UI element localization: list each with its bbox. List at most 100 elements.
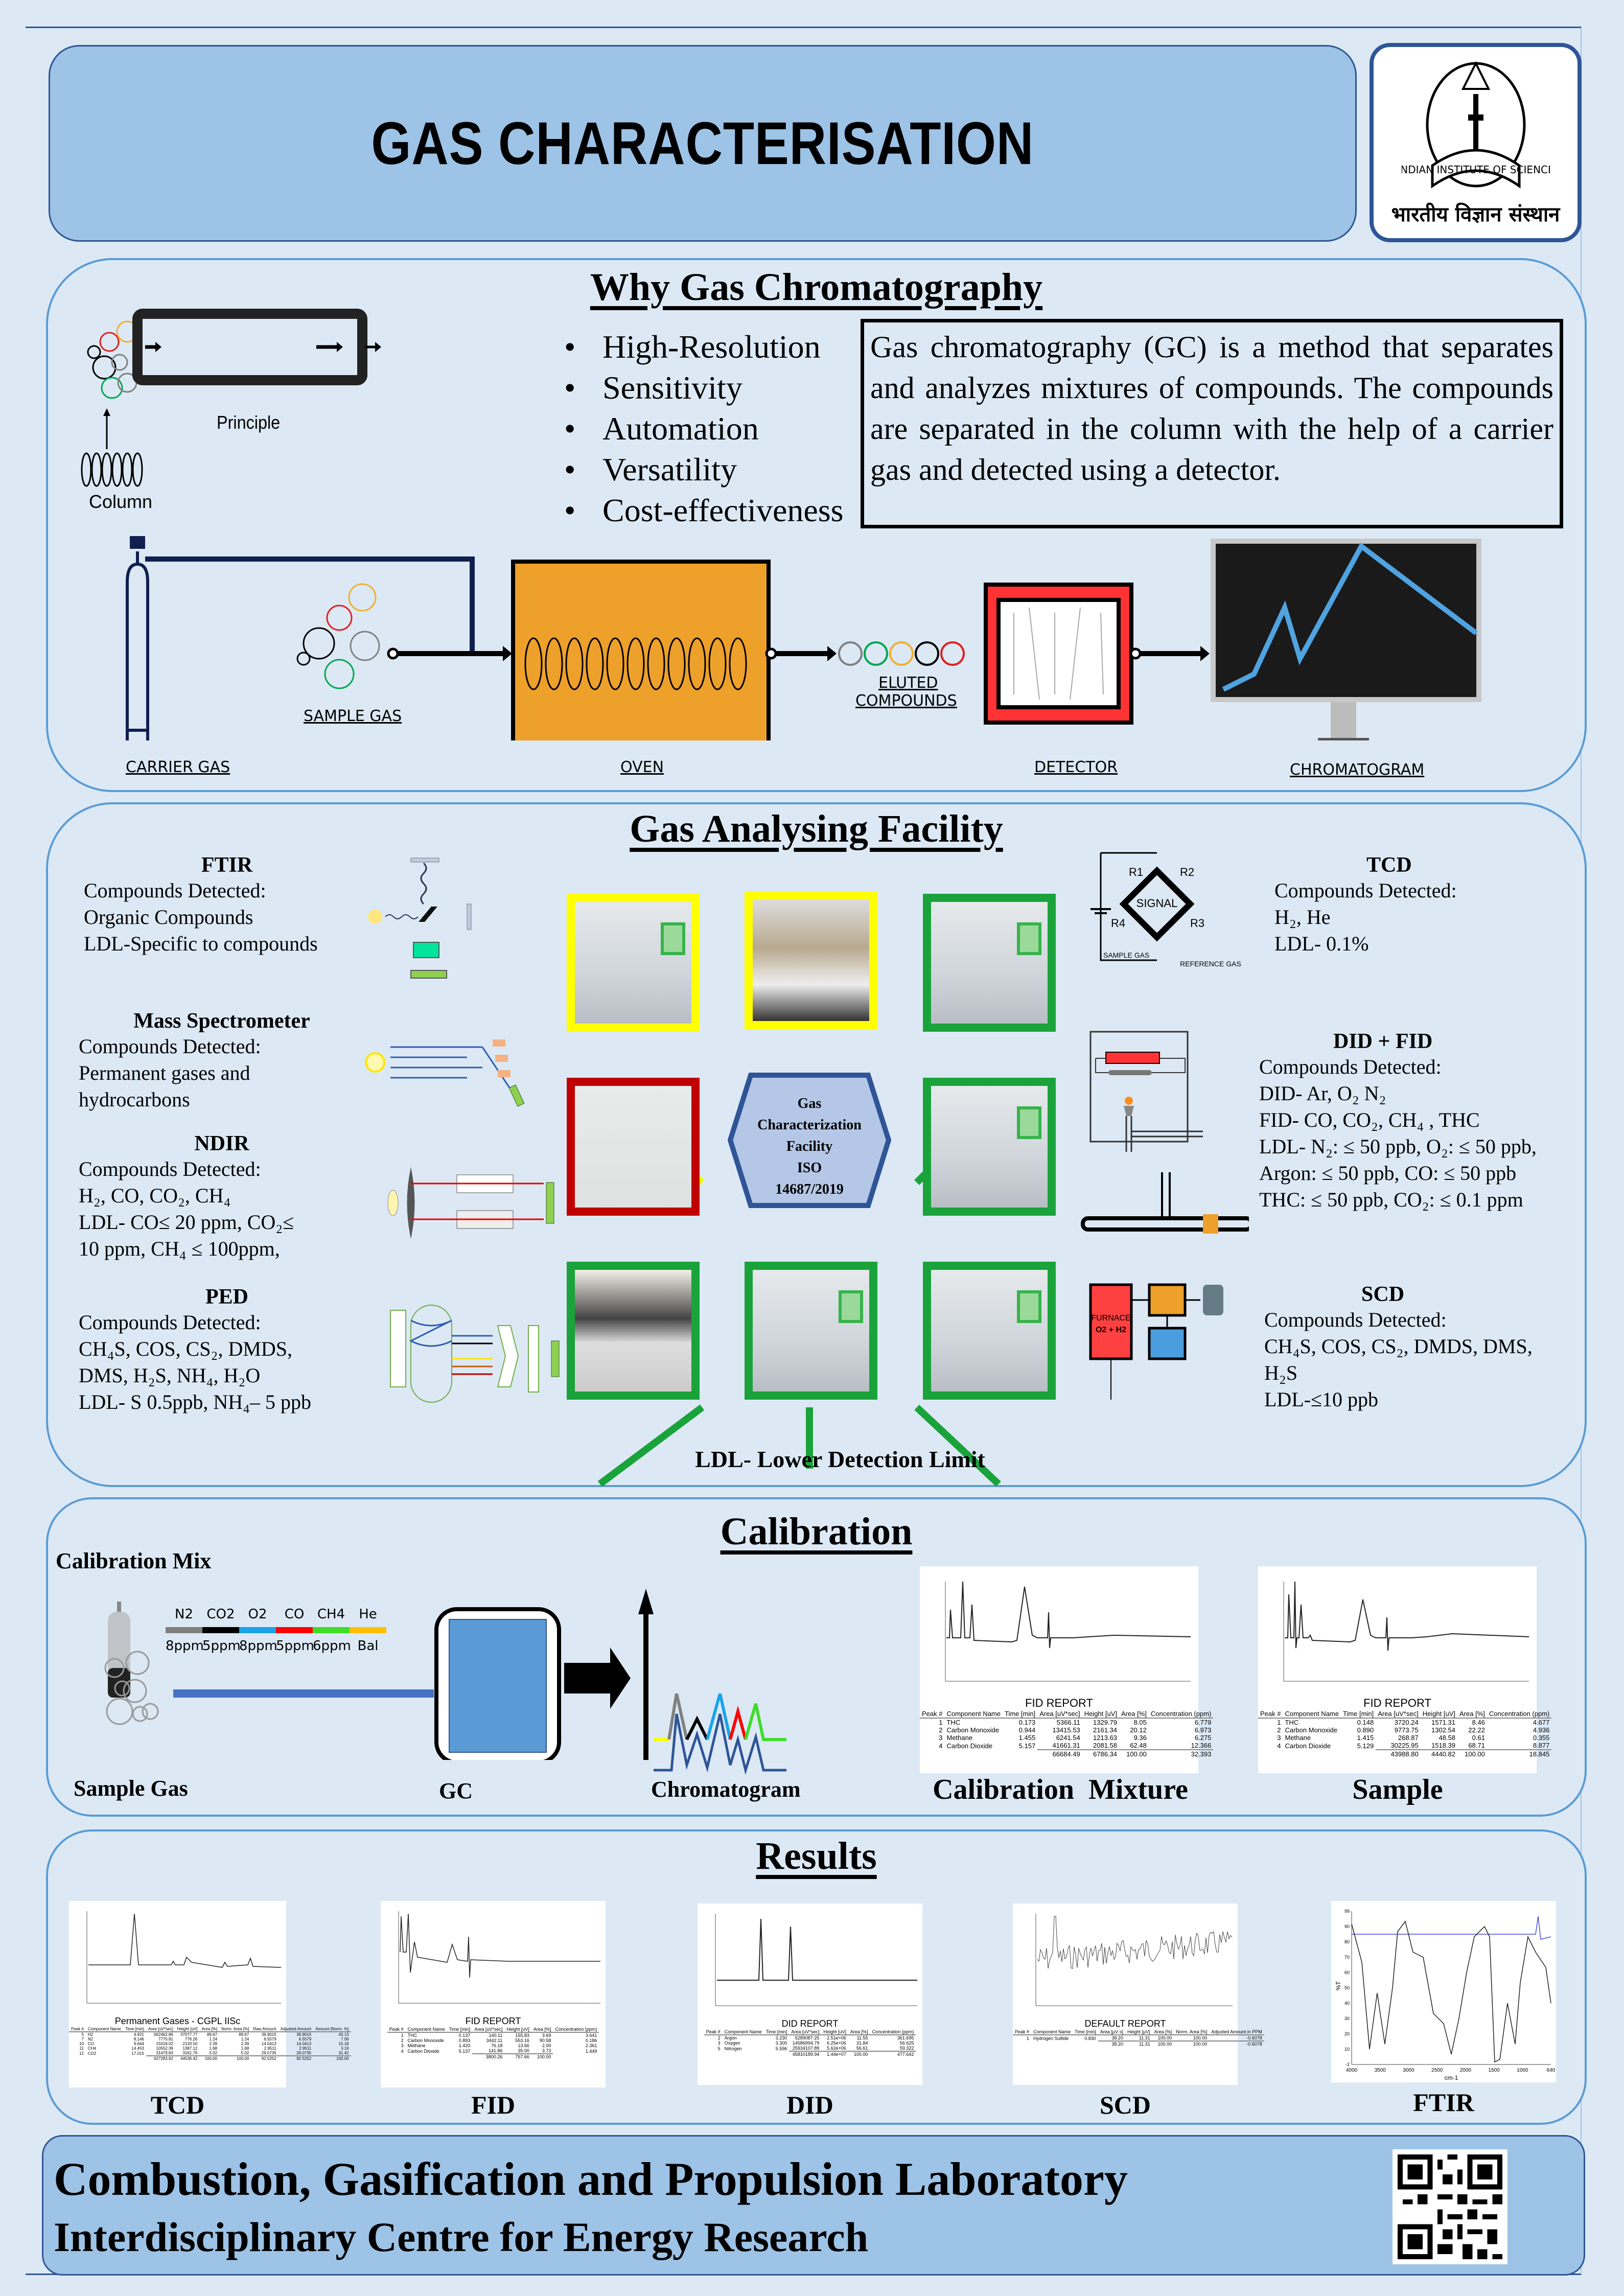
table-cell: 2.00 xyxy=(542,2043,551,2048)
table-cell: H2 xyxy=(87,2032,94,2037)
table-cell xyxy=(723,2051,764,2057)
table-cell xyxy=(553,2054,599,2059)
table-cell xyxy=(920,1750,944,1758)
table-cell: 25934107.89 xyxy=(792,2046,820,2051)
table-cell: 100.00 xyxy=(1193,2035,1208,2040)
table-cell: 1518.39 xyxy=(1431,1742,1456,1749)
result-caption: SCD xyxy=(1099,2091,1151,2119)
table-cell: 7770.81 xyxy=(158,2037,173,2042)
table-cell: 3.300 xyxy=(775,2040,787,2046)
table-cell: 29.0735 xyxy=(296,2051,312,2055)
table-cell: 0.148 xyxy=(1357,1719,1374,1726)
ftir-x-tick: 2000 xyxy=(1460,2068,1472,2073)
table-cell xyxy=(1003,1750,1037,1758)
table-cell: 4.677 xyxy=(1533,1719,1550,1726)
report-title: FID REPORT xyxy=(1025,1697,1093,1709)
table-cell: 12.366 xyxy=(1191,1742,1212,1749)
table-cell: 56.625 xyxy=(899,2040,914,2046)
ftir-y-tick: 10 xyxy=(1344,2047,1350,2052)
table-cell: Carbon Dioxide xyxy=(1285,1742,1331,1750)
table-cell: 62.48 xyxy=(1130,1742,1147,1749)
table-cell: -0.6078 xyxy=(1246,2035,1262,2040)
table-cell: 553.16 xyxy=(515,2038,529,2043)
table-cell: 7 xyxy=(81,2037,84,2042)
sample-chromatogram xyxy=(1283,1581,1529,1682)
table-cell: 45810189.94 xyxy=(789,2051,822,2057)
table-cell: N2 xyxy=(87,2037,94,2042)
column-header: Area [uV*sec] xyxy=(1376,1710,1421,1719)
table-cell: 6.779 xyxy=(1194,1719,1212,1726)
table-cell: 15.18 xyxy=(338,2042,349,2046)
facility-hub-hexagon xyxy=(728,1073,891,1208)
table-cell: 100.00 xyxy=(199,2055,220,2061)
column-header: Peak # xyxy=(1258,1710,1283,1719)
chromatogram-monitor-icon xyxy=(1211,539,1481,740)
result-caption: FTIR xyxy=(1413,2088,1474,2117)
table-cell: 757.66 xyxy=(504,2053,531,2059)
column-header: Time [min] xyxy=(123,2027,146,2032)
instrument-name: NDIR xyxy=(194,1132,249,1155)
ftir-x-tick: 640 xyxy=(1547,2068,1556,2073)
ftir-diagram xyxy=(368,857,472,979)
column-header: Height [uV] xyxy=(504,2027,531,2033)
table-cell xyxy=(704,2051,723,2057)
column-header: Peak # xyxy=(920,1710,945,1719)
table-cell: 1.68 xyxy=(241,2046,249,2051)
mix-gas-amount: 8ppm xyxy=(166,1638,204,1654)
tcd-r3-label: R3 xyxy=(1190,917,1204,930)
instrument-name: DID + FID xyxy=(1333,1030,1433,1053)
table-cell: 9.644 xyxy=(133,2042,144,2046)
instrument-line: H₂S xyxy=(1264,1361,1298,1384)
table-cell: 268.87 xyxy=(1398,1734,1419,1742)
table-cell: CO xyxy=(87,2042,94,2046)
table-cell: 11 xyxy=(79,2046,84,2051)
table-cell: 5.62e+06 xyxy=(827,2046,846,2051)
table-cell: 3720.24 xyxy=(1394,1719,1419,1726)
instrument-ftir: FTIR Compounds Detected: Organic Compoun… xyxy=(84,853,370,957)
table-cell: 39.9015 xyxy=(296,2032,312,2037)
ftir-y-tick: 99 xyxy=(1344,1909,1350,1914)
table-cell: 0.893 xyxy=(458,2038,471,2043)
instrument-line: THC: ≤ 50 ppb, CO₂: ≤ 0.1 ppm xyxy=(1259,1188,1523,1211)
column-header: Time [min] xyxy=(1340,1710,1376,1719)
column-header: Area [%] xyxy=(848,2029,870,2035)
column-header: Time [min] xyxy=(447,2027,473,2033)
result-caption: FID xyxy=(471,2091,516,2119)
qr-code-icon[interactable] xyxy=(1393,2149,1507,2264)
table-cell: THC xyxy=(946,1719,961,1726)
table-cell: 5 xyxy=(717,2046,721,2051)
facility-panel: Gas Analysing Facility FTIR Compounds De… xyxy=(46,802,1587,1487)
scd-o2h2-label: O2 + H2 xyxy=(1096,1326,1126,1334)
column-header: Area [uV*sec] xyxy=(146,2027,175,2032)
table-cell xyxy=(69,2056,86,2061)
instrument-line: Compounds Detected: xyxy=(1274,879,1457,902)
mix-gas-name: N2 xyxy=(175,1607,193,1622)
table-cell: Hydrogen Sulfide xyxy=(1033,2035,1069,2041)
table-cell: 9.36 xyxy=(1133,1734,1147,1742)
instrument-line: LDL-≤10 ppb xyxy=(1264,1388,1379,1411)
table-cell: 5.596 xyxy=(775,2046,787,2051)
table-cell: 39.9015 xyxy=(261,2032,276,2037)
ftir-y-tick: 80 xyxy=(1344,1939,1350,1944)
column-header: Component Name xyxy=(1031,2029,1073,2035)
ftir-y-tick: 30 xyxy=(1344,2016,1350,2021)
table-cell: CH4 xyxy=(87,2046,96,2051)
column-header: Area [%] xyxy=(531,2027,553,2033)
table-cell: 22.22 xyxy=(1468,1726,1485,1734)
scd-furnace-label: FURNACE xyxy=(1091,1314,1130,1323)
centre-name: Interdisciplinary Centre for Energy Rese… xyxy=(54,2214,869,2260)
instrument-line: Compounds Detected: xyxy=(84,879,266,902)
table-cell: 1213.63 xyxy=(1093,1734,1118,1742)
instrument-name: SCD xyxy=(1361,1283,1405,1306)
tcd-r1-label: R1 xyxy=(1129,866,1143,878)
table-cell: CO2 xyxy=(87,2051,97,2056)
result-caption: DID xyxy=(786,2091,833,2119)
